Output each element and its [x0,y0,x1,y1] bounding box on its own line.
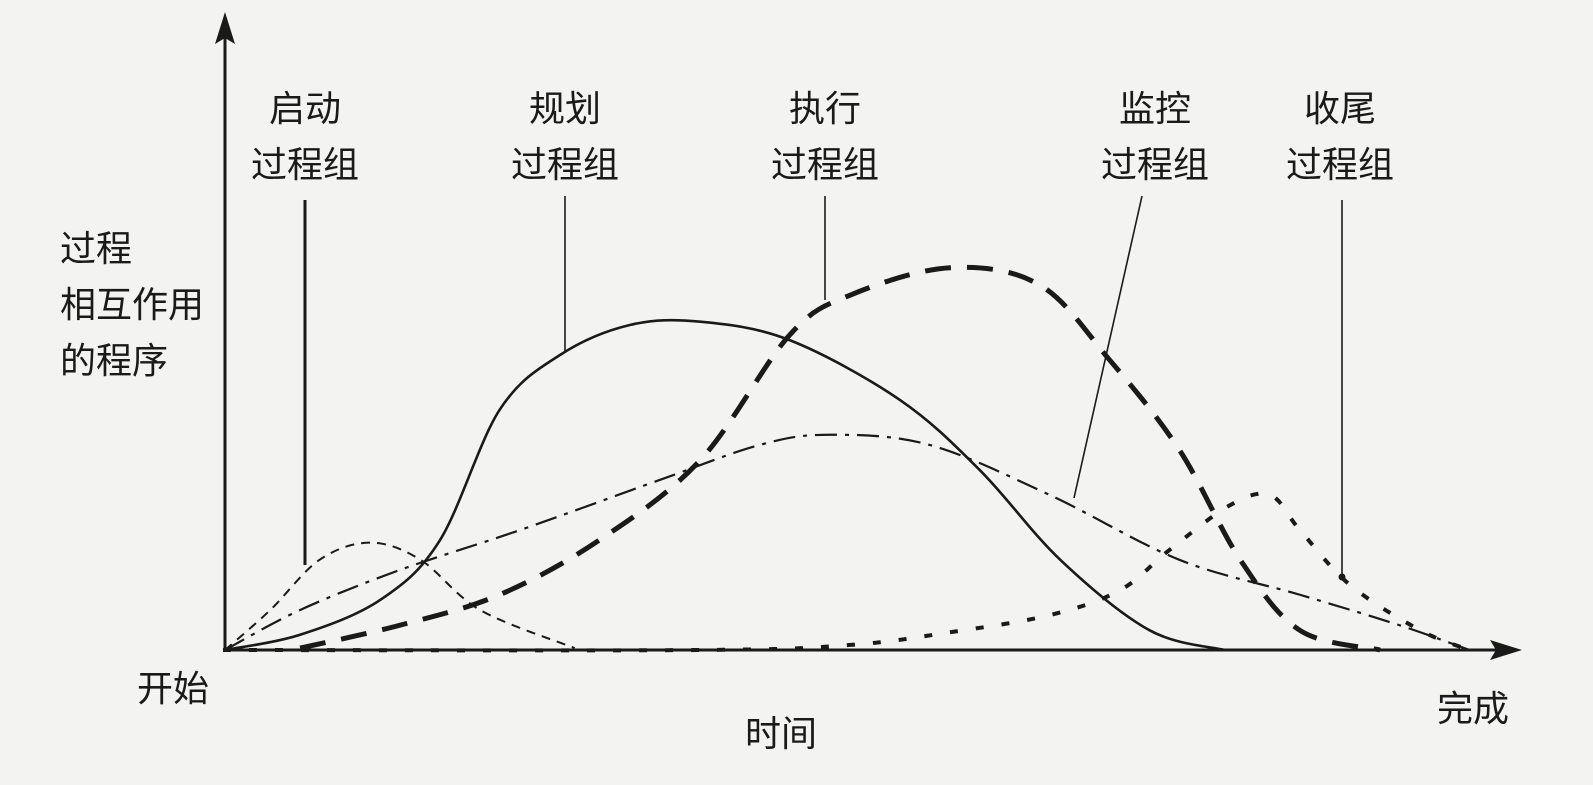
leader-lines [303,195,1346,581]
series-label-monitoring: 监控 过程组 [1100,89,1209,186]
x-axis-label: 时间 [745,714,818,755]
leader-line-monitoring [1073,195,1143,499]
series-label-planning: 规划 过程组 [510,89,619,186]
series-label-executing: 执行 过程组 [770,89,879,186]
x-axis-arrow-icon [1490,640,1522,660]
leader-dot-closing [1338,573,1346,581]
series-line-monitoring [224,433,1470,652]
series-line-initiating [224,541,576,651]
series-label-initiating: 启动 过程组 [250,89,359,186]
series-line-planning [224,318,1226,652]
y-axis-label: 过程 相互作用 的程序 [60,229,205,382]
series-line-executing [299,264,1381,653]
series-line-closing [222,491,1473,653]
curves [222,264,1473,653]
series-label-closing: 收尾 过程组 [1285,89,1394,186]
y-axis-arrow-icon [215,12,235,44]
x-start-label: 开始 [137,669,210,710]
x-end-label: 完成 [1437,689,1510,730]
